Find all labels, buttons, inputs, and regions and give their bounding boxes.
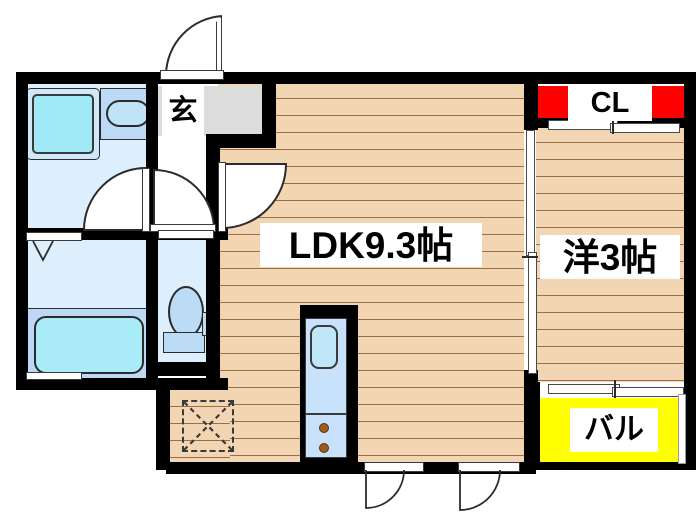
wall-balcony-bottom <box>524 462 696 470</box>
ldk-window-right-swing-icon <box>459 470 501 511</box>
wall-hall-lower <box>206 228 220 386</box>
wall-right <box>684 72 696 470</box>
wall-ldk-yoshitsu-lower <box>524 370 538 394</box>
washer-space <box>182 400 234 452</box>
wall-ldk-yoshitsu-upper <box>524 82 538 130</box>
wall-entrance-right <box>262 82 276 142</box>
washroom-door-leaf[interactable] <box>142 168 150 232</box>
vanity-basin <box>32 94 94 154</box>
ldk-window-left-swing-icon <box>365 470 405 509</box>
entrance-door-swing-icon <box>165 15 223 75</box>
closet-door-mullion <box>612 116 614 134</box>
wall-entrance-bottom <box>206 134 276 148</box>
sliding-door-yoshitsu-lower[interactable] <box>528 252 537 374</box>
toilet-bowl <box>168 286 204 338</box>
ldk-label: LDK9.3帖 <box>260 223 482 267</box>
balcony-right-rail <box>678 394 686 464</box>
entrance-threshold <box>160 70 224 80</box>
yoshitsu-label: 洋3帖 <box>540 235 680 279</box>
sliding-door-yoshitsu-mullion <box>522 256 538 258</box>
wall-toilet-bottom <box>146 362 220 376</box>
wall-balcony-left <box>524 382 540 470</box>
bath-lower-window <box>26 372 82 380</box>
wall-bath-bottom <box>16 378 228 390</box>
kitchen-sink <box>310 325 338 369</box>
ldk-door-leaf[interactable] <box>218 162 226 232</box>
balcony-sliding-door-right[interactable] <box>612 387 684 397</box>
balcony-label: バル <box>570 408 658 452</box>
wall-ldk-bottom <box>166 462 536 474</box>
bath-window <box>26 232 82 241</box>
wall-top <box>16 72 684 84</box>
kitchen-stove-divider <box>305 413 347 415</box>
washbasin-oval <box>106 100 150 127</box>
closet-sliding-door-left[interactable] <box>548 120 618 130</box>
stove-burner-front <box>319 423 329 433</box>
ldk-window-left[interactable] <box>364 462 424 472</box>
balcony-door-mullion <box>614 380 616 398</box>
toilet-tank <box>163 332 205 353</box>
washer-space-cross-icon <box>183 401 233 451</box>
bath-window-vent-icon <box>32 240 54 262</box>
closet-sliding-door-right[interactable] <box>610 123 680 133</box>
bathtub <box>34 316 144 374</box>
ldk-window-right[interactable] <box>458 462 520 472</box>
sliding-door-yoshitsu-upper[interactable] <box>526 130 535 256</box>
wall-bath-toilet-divider <box>146 228 158 386</box>
ldk-floor-alcove <box>170 390 230 467</box>
entrance-label: 玄 <box>162 86 204 136</box>
closet-label: CL <box>568 86 652 121</box>
wall-ldk-left-step <box>156 378 170 470</box>
hall-door-swing-icon <box>153 168 216 231</box>
balcony-sliding-door-left[interactable] <box>548 384 620 394</box>
stove-burner-back <box>319 443 329 453</box>
toilet-door[interactable] <box>158 230 214 239</box>
ldk-door-swing-icon <box>221 163 288 230</box>
washroom-door-swing-icon <box>82 166 147 231</box>
